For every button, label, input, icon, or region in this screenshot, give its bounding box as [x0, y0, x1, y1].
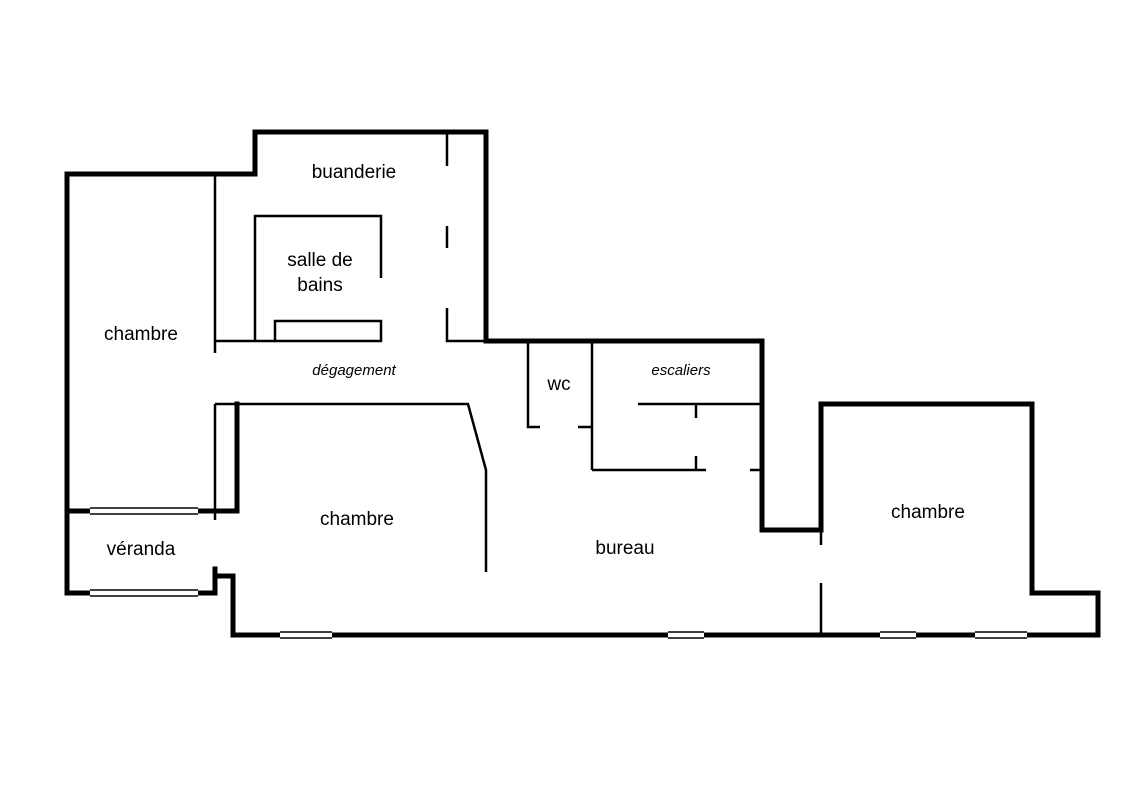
exterior-wall-veranda-top — [64, 401, 240, 514]
bathtub — [273, 319, 383, 343]
area-label-degagement: dégagement — [312, 362, 396, 379]
room-label-chambre-middle: chambre — [320, 509, 394, 530]
interior-walls — [213, 132, 823, 635]
room-label-veranda: véranda — [107, 539, 176, 560]
room-labels: buanderie salle de bains chambre dégagem… — [104, 162, 965, 560]
room-label-chambre-left: chambre — [104, 324, 178, 345]
room-label-chambre-right: chambre — [891, 502, 965, 523]
room-label-wc: wc — [546, 374, 570, 395]
area-label-escaliers: escaliers — [651, 362, 711, 379]
room-label-salle-de-bains-line2: bains — [297, 275, 342, 296]
room-label-bureau: bureau — [595, 538, 654, 559]
exterior-wall-top — [64, 129, 1101, 638]
windows — [90, 507, 1027, 639]
room-label-buanderie: buanderie — [312, 162, 397, 183]
exterior-walls — [64, 129, 1101, 638]
room-label-salle-de-bains-line1: salle de — [287, 250, 353, 271]
